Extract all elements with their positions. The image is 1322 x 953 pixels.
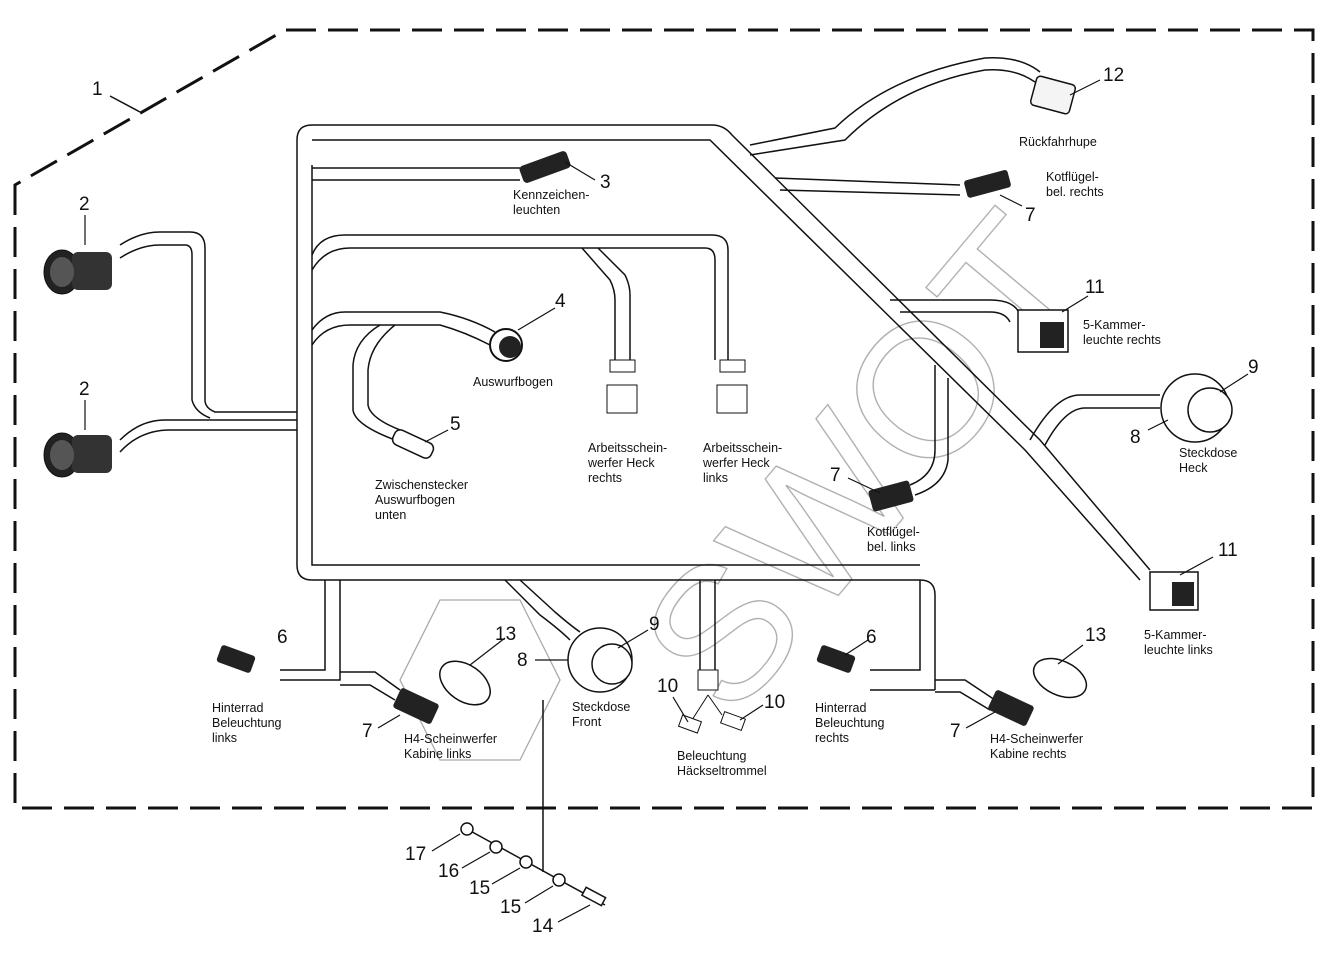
callout-2-lower: 2: [79, 379, 90, 400]
callout-14: 14: [532, 916, 554, 937]
callout-11-links: 11: [1218, 540, 1238, 561]
label-5-kammer-rechts: 5-Kammer- leuchte rechts: [1083, 318, 1161, 347]
label-kotfluegel-links: Kotflügel- bel. links: [867, 525, 920, 554]
label-arbeitsscheinwerfer-rechts: Arbeitsschein- werfer Heck rechts: [588, 441, 668, 485]
connector-7-h4-links: [393, 688, 439, 724]
callout-7-kotfluegel-links: 7: [830, 465, 841, 486]
connector-2-upper: [43, 249, 112, 295]
label-steckdose-heck: Steckdose Heck: [1179, 446, 1238, 475]
label-kennzeichenleuchten: Kennzeichen- leuchten: [513, 188, 590, 217]
label-hinterrad-links: Hinterrad Beleuchtung links: [212, 701, 282, 745]
callout-10-left: 10: [657, 676, 679, 697]
callout-13-rechts: 13: [1085, 625, 1107, 646]
connector-13-rechts: [1032, 657, 1088, 699]
connector-8-9-front: [567, 627, 633, 693]
connector-11-links: [1149, 571, 1199, 611]
callout-7-kotfluegel-rechts: 7: [1025, 205, 1036, 226]
label-hinterrad-rechts: Hinterrad Beleuchtung rechts: [815, 701, 885, 745]
connector-8-9-heck: [1160, 373, 1233, 443]
connector-13-links: [439, 660, 491, 706]
callout-7-h4-rechts: 7: [950, 721, 961, 742]
label-5-kammer-links: 5-Kammer- leuchte links: [1144, 628, 1213, 657]
connector-10: [677, 669, 747, 734]
callout-8-front: 8: [517, 650, 528, 671]
connector-7-h4-rechts: [988, 690, 1034, 726]
callout-9-front: 9: [649, 614, 660, 635]
label-beleuchtung-haeckseltrommel: Beleuchtung Häckseltrommel: [677, 749, 767, 778]
callout-13-links: 13: [495, 624, 517, 645]
callout-17: 17: [405, 844, 427, 865]
callout-11-rechts: 11: [1085, 277, 1105, 298]
kit-boundary: [13, 28, 1315, 810]
hardware-stack: [460, 700, 607, 907]
connector-11-rechts: [1017, 309, 1069, 353]
callout-15-upper: 15: [469, 878, 491, 899]
callout-6-rechts: 6: [866, 627, 877, 648]
callout-line-1: [109, 95, 141, 113]
callout-8-heck: 8: [1130, 427, 1141, 448]
connector-3: [519, 151, 571, 183]
label-steckdose-front: Steckdose Front: [572, 700, 631, 729]
label-h4-rechts: H4-Scheinwerfer Kabine rechts: [990, 732, 1084, 761]
connector-7-links: [868, 480, 914, 512]
callout-9-heck: 9: [1248, 357, 1259, 378]
connector-7-rechts: [964, 170, 1011, 198]
callout-3: 3: [600, 172, 611, 193]
callout-16: 16: [438, 861, 460, 882]
callout-7-h4-links: 7: [362, 721, 373, 742]
label-kotfluegel-rechts: Kotflügel- bel. rechts: [1046, 170, 1104, 199]
label-h4-links: H4-Scheinwerfer Kabine links: [404, 732, 498, 761]
callout-2-upper: 2: [79, 194, 90, 215]
connector-5: [391, 429, 435, 459]
connector-6-links: [216, 645, 256, 673]
harness: [119, 57, 1160, 711]
callout-4: 4: [555, 291, 566, 312]
label-arbeitsscheinwerfer-links: Arbeitsschein- werfer Heck links: [703, 441, 783, 485]
callout-12: 12: [1103, 65, 1125, 86]
callout-1: 1: [92, 79, 103, 100]
connector-2-lower: [43, 432, 112, 478]
callout-15-lower: 15: [500, 897, 522, 918]
label-rueckfahrhupe: Rückfahrhupe: [1019, 135, 1097, 149]
connector-6-rechts: [816, 645, 856, 673]
connector-arbeitsscheinwerfer-links: [716, 359, 748, 414]
callout-10-right: 10: [764, 692, 786, 713]
connector-arbeitsscheinwerfer-rechts: [606, 359, 638, 414]
callout-5: 5: [450, 414, 461, 435]
connector-12: [1029, 75, 1077, 115]
callout-lines: [84, 79, 1249, 923]
label-zwischenstecker: Zwischenstecker Auswurfbogen unten: [375, 478, 469, 522]
label-auswurfbogen: Auswurfbogen: [473, 375, 553, 389]
connector-4: [489, 328, 523, 362]
callout-6-links: 6: [277, 627, 288, 648]
